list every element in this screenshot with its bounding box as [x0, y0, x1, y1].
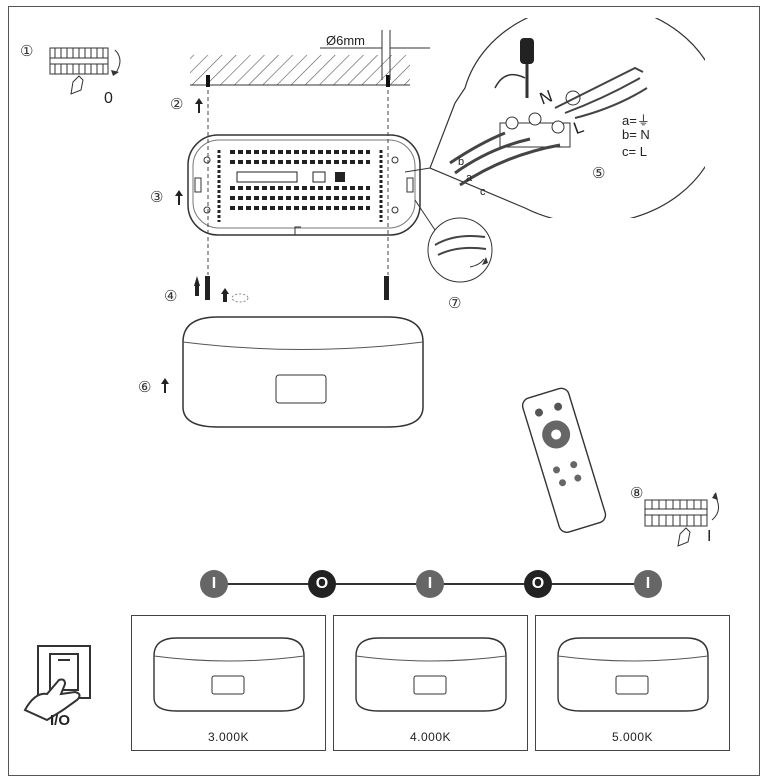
alignment-lines	[207, 90, 389, 275]
wire-legend-a: a=⏚	[622, 113, 650, 128]
wire-legend-b: b= N	[622, 127, 650, 142]
wire-legend-c: c= L	[622, 144, 647, 159]
step-6-marker: ⑥	[138, 379, 152, 396]
breaker-off-label: 0	[104, 90, 113, 107]
sequence-step-4: O	[524, 570, 552, 598]
screws	[194, 276, 389, 303]
step-2-marker: ②	[170, 96, 184, 113]
step-8-marker: ⑧	[630, 485, 644, 502]
switch-label: I/O	[50, 712, 71, 729]
breaker-on-icon	[644, 492, 719, 547]
manual-frame	[8, 6, 760, 776]
color-temp-panel: 4.000K	[333, 615, 528, 751]
lamp-cover	[182, 316, 424, 428]
step-3-marker: ③	[150, 189, 164, 206]
sequence-step-3: I	[416, 570, 444, 598]
arrow-up-icon	[195, 98, 203, 113]
step-5-marker: ⑤	[592, 165, 606, 182]
remote-control[interactable]	[520, 385, 610, 535]
wiring-detail-bubble	[405, 18, 705, 218]
arrow-up-icon	[161, 378, 169, 393]
color-temp-panel: 5.000K	[535, 615, 730, 751]
wire-letter-c: c	[480, 186, 486, 198]
wire-letter-a: a	[466, 172, 473, 184]
arrow-up-icon	[175, 190, 183, 205]
step-1-marker: ①	[20, 43, 34, 60]
clip-detail-bubble	[414, 199, 493, 283]
mounting-plate	[187, 134, 421, 236]
color-temp-label: 5.000K	[611, 730, 654, 744]
lamp-icon	[557, 637, 709, 712]
clip-icon	[406, 177, 414, 193]
drill-size-label: Ø6mm	[326, 33, 365, 48]
wall-switch-icon[interactable]	[20, 640, 100, 730]
breaker-off-icon	[49, 47, 121, 95]
color-temp-label: 4.000K	[409, 730, 452, 744]
clip-icon	[194, 177, 202, 193]
ceiling-illustration	[190, 30, 430, 87]
wire-letter-b: b	[458, 156, 465, 168]
sequence-step-1: I	[200, 570, 228, 598]
lamp-icon	[153, 637, 305, 712]
sequence-step-5: I	[634, 570, 662, 598]
sequence-step-2: O	[308, 570, 336, 598]
lamp-icon	[355, 637, 507, 712]
step-7-marker: ⑦	[448, 295, 462, 312]
breaker-on-label: I	[707, 528, 712, 545]
color-temp-panel: 3.000K	[131, 615, 326, 751]
color-temp-label: 3.000K	[207, 730, 250, 744]
step-4-marker: ④	[164, 288, 178, 305]
